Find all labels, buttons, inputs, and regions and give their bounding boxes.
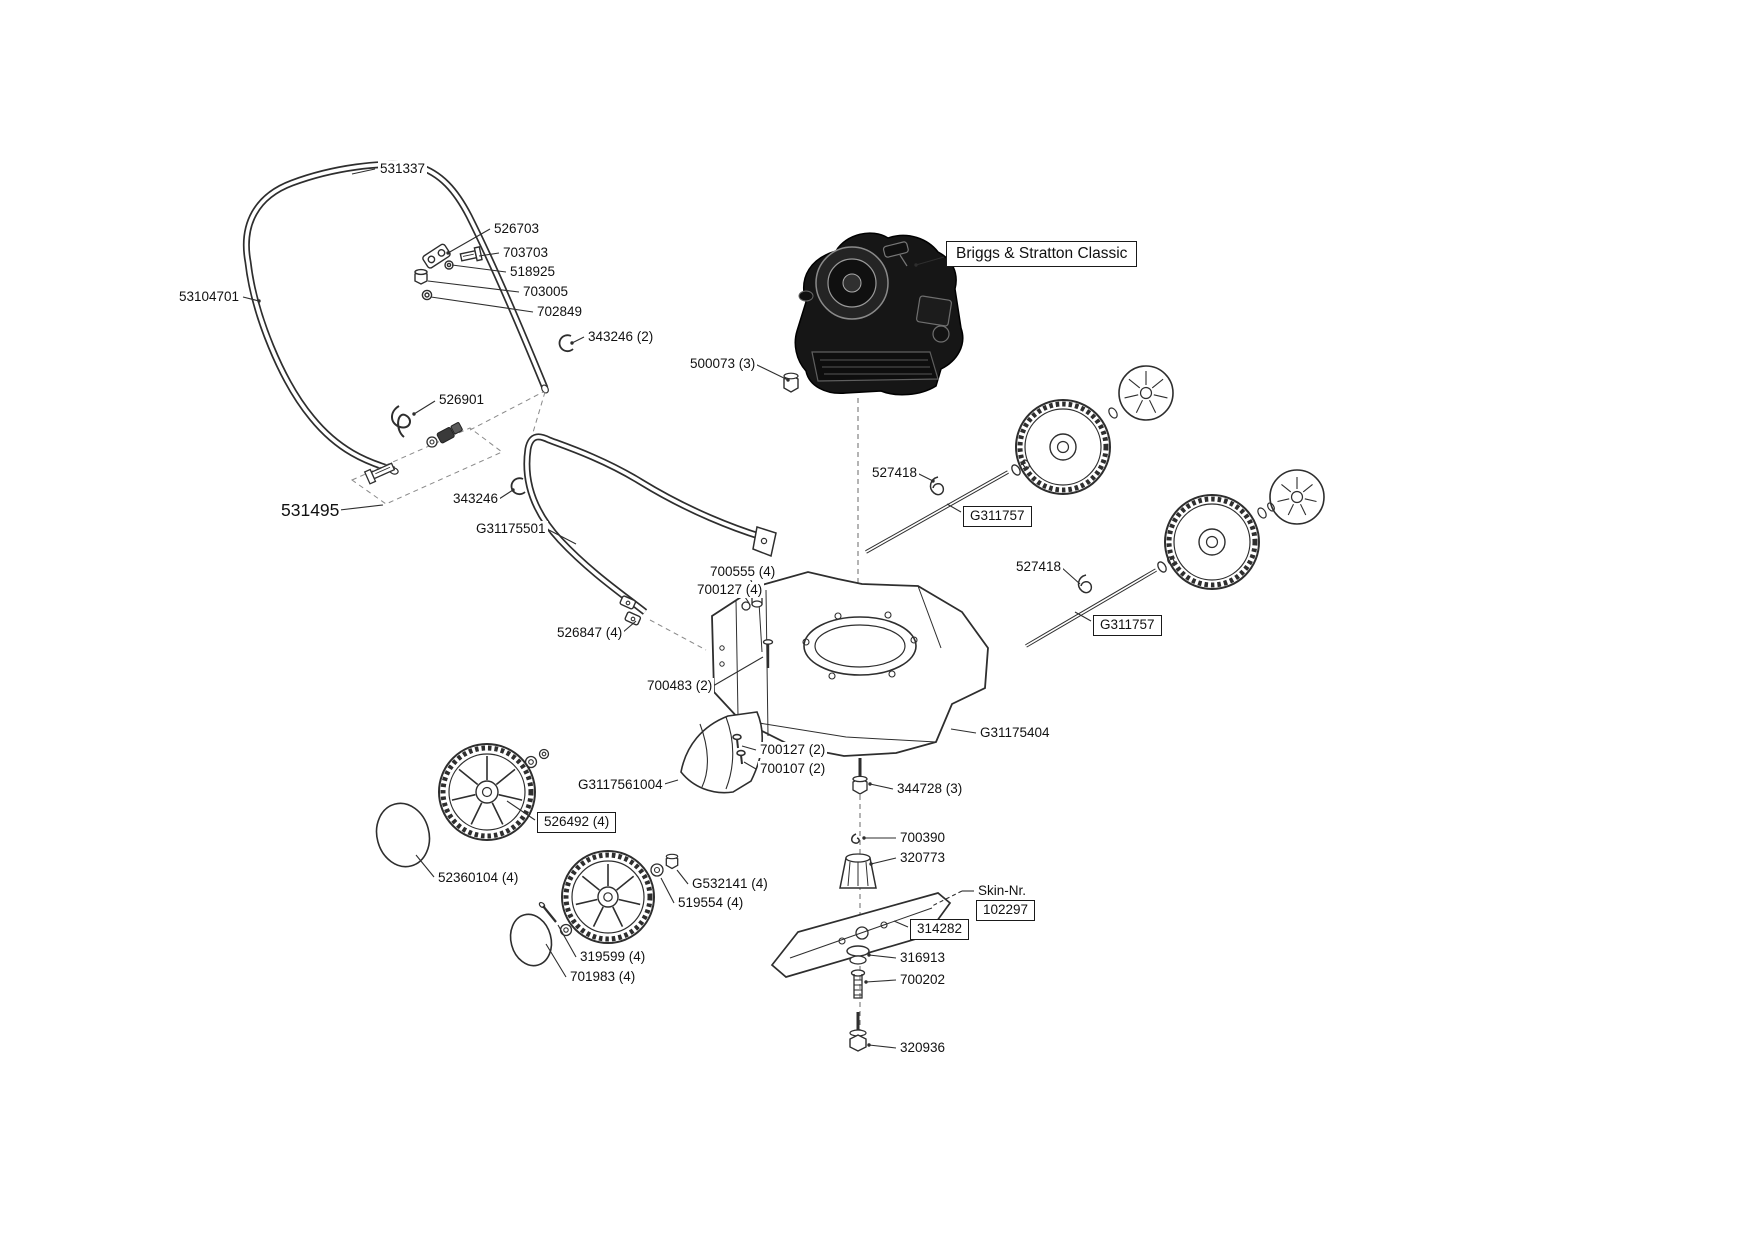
part-label-700127-qty4: 700127 (4): [695, 582, 765, 598]
part-label-g311757-b: G311757: [1093, 615, 1162, 636]
part-label-343246-qty2: 343246 (2): [586, 329, 656, 345]
upper-handle: [242, 160, 549, 475]
skin-nr-label: Skin-Nr.: [976, 883, 1029, 899]
part-label-g3117561004: G3117561004: [576, 777, 665, 793]
part-label-316913: 316913: [898, 950, 948, 966]
part-label-g31175404: G31175404: [978, 725, 1052, 741]
lower-handle: [510, 433, 777, 651]
hubcap-rear-upper: [1108, 365, 1174, 421]
part-label-518925: 518925: [508, 264, 558, 280]
part-label-519554: 519554 (4): [676, 895, 746, 911]
part-label-703703: 703703: [501, 245, 551, 261]
part-label-314282: 314282: [910, 919, 970, 940]
part-label-53104701: 53104701: [177, 289, 242, 305]
deck-fasteners: [741, 589, 868, 795]
wheel-bottom: [509, 850, 679, 967]
mower-deck: [711, 571, 989, 757]
part-label-319599: 319599 (4): [578, 949, 648, 965]
part-label-527418-a: 527418: [870, 465, 920, 481]
part-label-g31175501: G31175501: [474, 521, 548, 537]
part-label-700390: 700390: [898, 830, 948, 846]
wheel-rear-lower: [1164, 494, 1260, 590]
part-label-g532141: G532141 (4): [690, 876, 770, 892]
part-label-526492: 526492 (4): [537, 812, 617, 833]
part-label-701983: 701983 (4): [568, 969, 638, 985]
part-label-52360104: 52360104 (4): [436, 870, 521, 886]
blade-assembly: [770, 795, 952, 1052]
part-label-320773: 320773: [898, 850, 948, 866]
part-label-343246: 343246: [451, 491, 501, 507]
part-label-500073: 500073 (3): [688, 356, 758, 372]
part-label-102297: 102297: [976, 900, 1036, 921]
part-label-344728: 344728 (3): [895, 781, 965, 797]
engine: [794, 232, 964, 612]
part-label-g311757-a: G311757: [963, 506, 1032, 527]
discharge-chute: [680, 711, 763, 794]
hubcap-rear-lower: [1257, 469, 1325, 525]
rear-axle-lower: [1025, 556, 1175, 648]
leader-dots: [257, 251, 935, 1047]
part-label-531337: 531337: [378, 161, 428, 177]
part-label-526847: 526847 (4): [555, 625, 625, 641]
wheel-front-left: [375, 743, 550, 868]
part-label-531495: 531495: [279, 500, 342, 521]
part-label-703005: 703005: [521, 284, 571, 300]
engine-mount-nut: [783, 372, 799, 393]
cable-clip-assembly: [350, 391, 544, 505]
part-label-702849: 702849: [535, 304, 585, 320]
part-label-700555: 700555 (4): [708, 564, 778, 580]
part-label-700127-qty2: 700127 (2): [758, 742, 828, 758]
part-label-700483: 700483 (2): [645, 678, 715, 694]
handle-mount-hardware: [414, 243, 574, 353]
part-label-526901: 526901: [437, 392, 487, 408]
part-label-527418-b: 527418: [1014, 559, 1064, 575]
part-label-320936: 320936: [898, 1040, 948, 1056]
part-label-700202: 700202: [898, 972, 948, 988]
wheel-rear-upper: [1015, 399, 1111, 495]
leader-lines: [242, 168, 1092, 1049]
engine-name-badge: Briggs & Stratton Classic: [946, 241, 1138, 267]
part-label-700107: 700107 (2): [758, 761, 828, 777]
part-label-526703: 526703: [492, 221, 542, 237]
